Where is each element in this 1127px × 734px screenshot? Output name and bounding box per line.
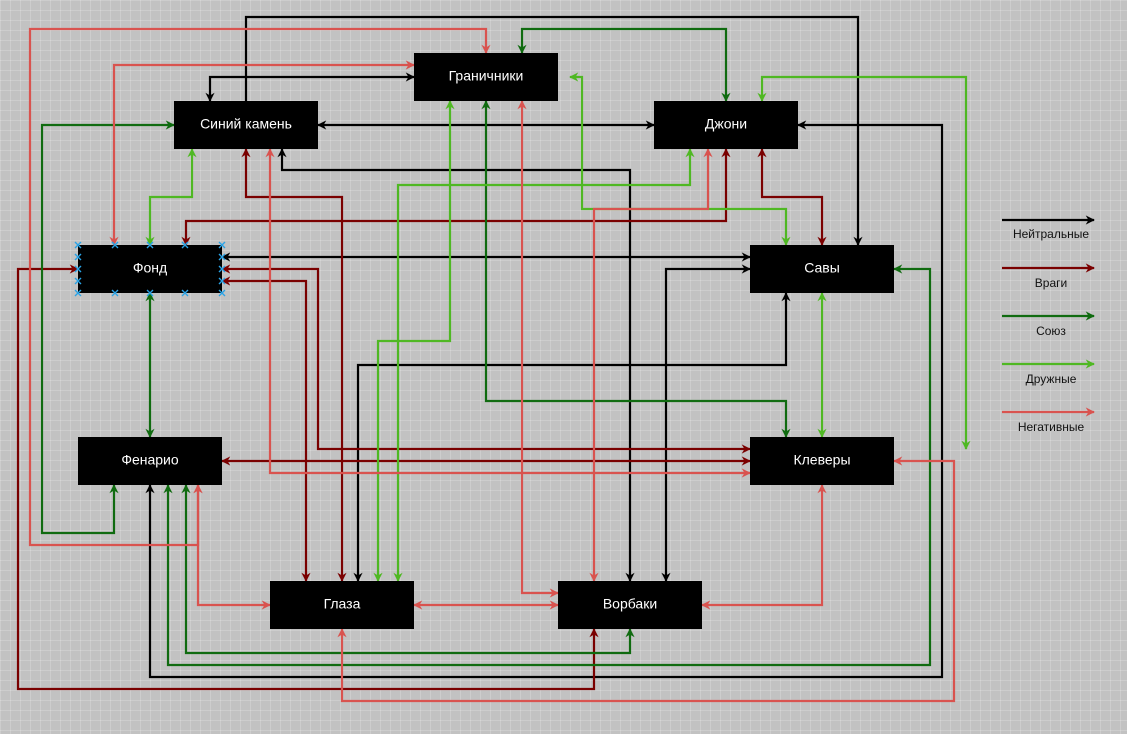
node-siniy-kamen[interactable]: Синий камень (174, 101, 318, 149)
edge-negative-fond-granichniki[interactable] (109, 60, 415, 246)
edge-negative-vorbaki-klevery[interactable] (701, 484, 827, 610)
edge-enemies-dzhoni-savy[interactable] (757, 148, 827, 246)
legend-label: Дружные (1026, 372, 1077, 386)
node-label-fond: Фонд (133, 260, 167, 276)
edge-enemies-fond-glaza[interactable] (221, 276, 311, 582)
node-fenario[interactable]: Фенарио (78, 437, 222, 485)
legend-label: Враги (1035, 276, 1067, 290)
node-label-savy: Савы (804, 260, 840, 276)
node-label-dzhoni: Джони (705, 116, 747, 132)
node-fond[interactable]: Фонд (74, 241, 226, 297)
legend-item-negative: Негативные (1002, 407, 1095, 434)
legend-label: Союз (1036, 324, 1066, 338)
edge-friendly-dzhoni-klevery[interactable] (757, 75, 971, 450)
edge-alliance-siniy-kamen-fenario[interactable] (40, 120, 175, 535)
node-dzhoni[interactable]: Джони (654, 101, 798, 149)
edge-enemies-siniy-kamen-glaza[interactable] (241, 148, 347, 582)
selection-handles[interactable] (74, 241, 226, 297)
legend-label: Негативные (1018, 420, 1085, 434)
edge-negative-vorbaki-dzhoni[interactable] (589, 148, 713, 582)
edge-neutral-siniy-kamen-granichniki[interactable] (205, 72, 415, 102)
edge-neutral-glaza-savy[interactable] (353, 292, 791, 582)
edge-alliance-fenario-vorbaki[interactable] (181, 484, 635, 655)
edge-neutral-vorbaki-savy[interactable] (661, 264, 751, 582)
node-granichniki[interactable]: Граничники (414, 53, 558, 101)
edge-negative-granichniki-vorbaki[interactable] (517, 100, 559, 598)
legend-item-friendly: Дружные (1002, 359, 1095, 386)
legend-item-alliance: Союз (1002, 311, 1095, 338)
node-label-granichniki: Граничники (449, 68, 524, 84)
edge-negative-fenario-glaza[interactable] (193, 484, 271, 610)
edge-enemies-fond-vorbaki[interactable] (16, 264, 599, 691)
edge-alliance-granichniki-klevery[interactable] (517, 27, 731, 102)
node-vorbaki[interactable]: Ворбаки (558, 581, 702, 629)
node-klevery[interactable]: Клеверы (750, 437, 894, 485)
node-glaza[interactable]: Глаза (270, 581, 414, 629)
node-label-fenario: Фенарио (121, 452, 179, 468)
node-label-siniy-kamen: Синий камень (200, 116, 292, 132)
relation-edges (16, 15, 971, 703)
legend-label: Нейтральные (1013, 227, 1089, 241)
edge-friendly-glaza-granichniki[interactable] (373, 100, 455, 582)
legend: Нейтральные Враги Союз Дружные Негативны… (1002, 215, 1095, 434)
faction-nodes: Граничники Синий камень Джони Фонд (74, 53, 894, 629)
node-savy[interactable]: Савы (750, 245, 894, 293)
node-label-glaza: Глаза (324, 596, 361, 612)
node-label-vorbaki: Ворбаки (603, 596, 657, 612)
legend-item-enemies: Враги (1002, 263, 1095, 290)
node-label-klevery: Клеверы (793, 452, 850, 468)
edge-negative-glaza-klevery[interactable] (337, 456, 956, 703)
legend-item-neutral: Нейтральные (1002, 215, 1095, 241)
